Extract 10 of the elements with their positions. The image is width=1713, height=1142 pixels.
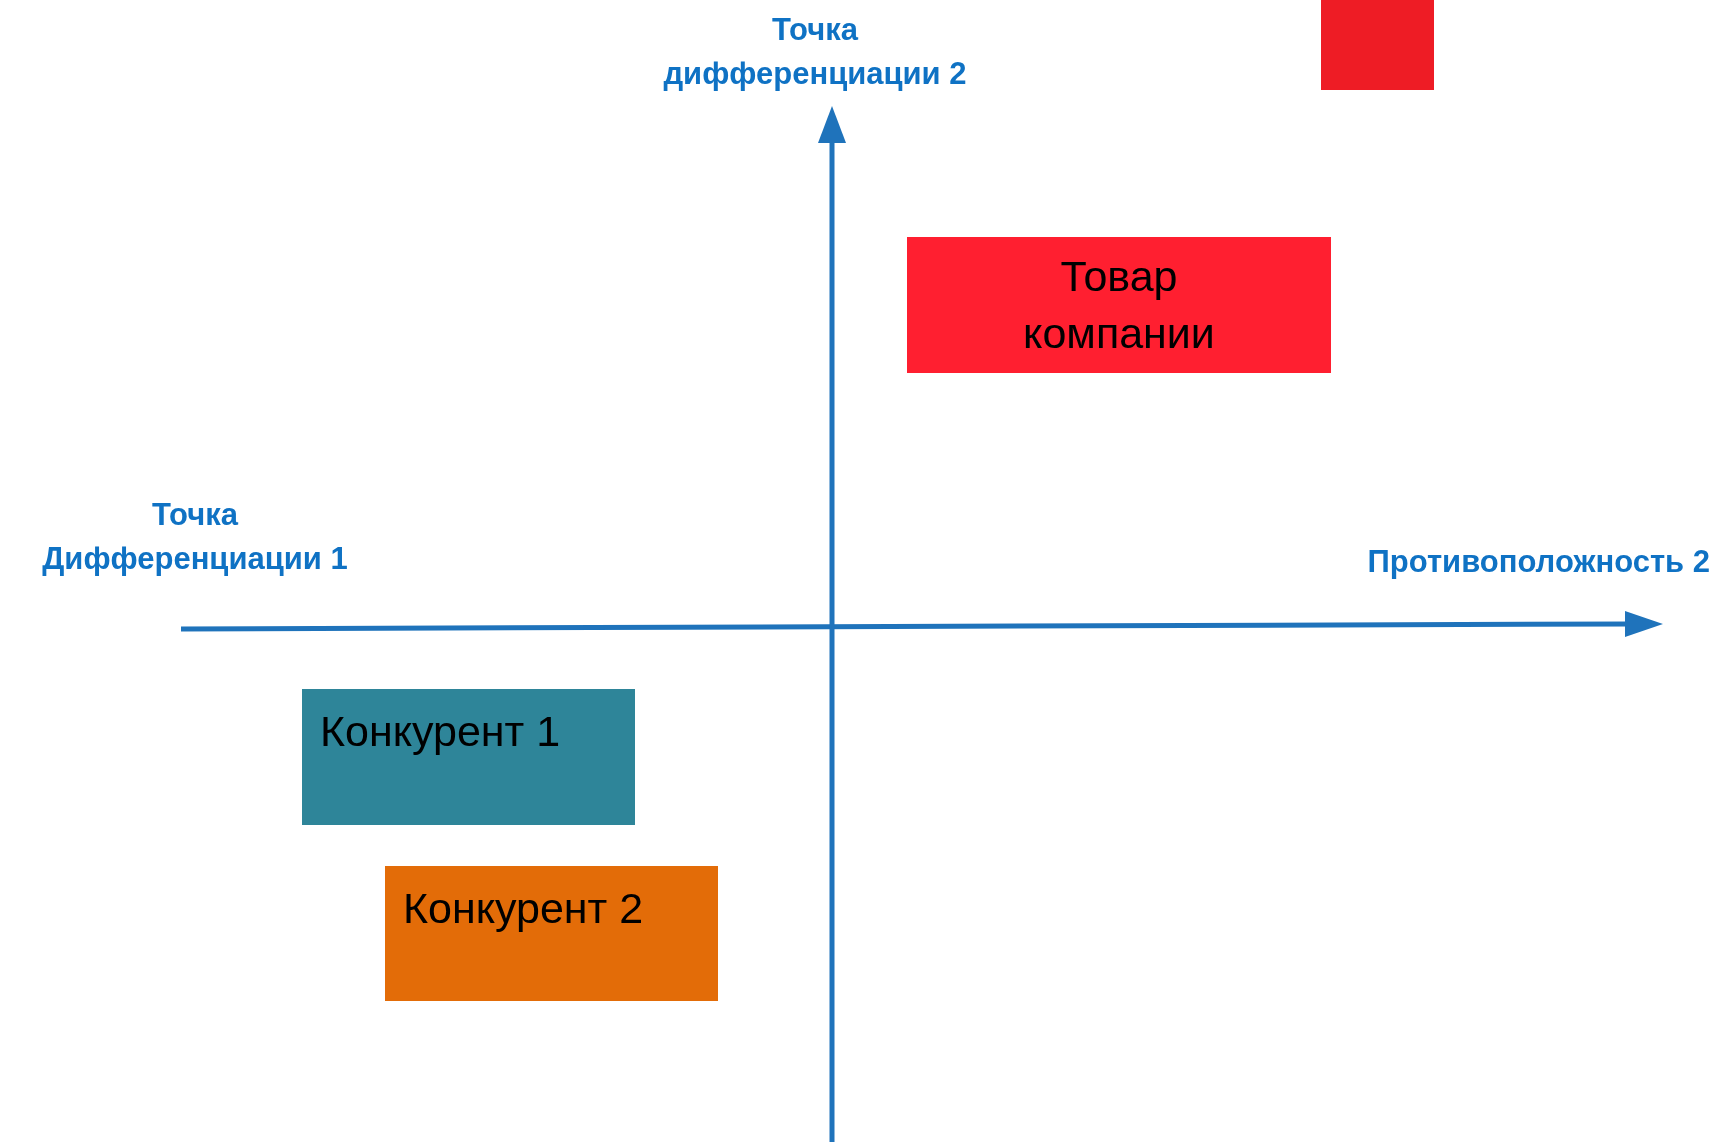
box-label: Конкурент 1 bbox=[320, 706, 561, 757]
axis-label: Противоположность 2 bbox=[1366, 543, 1710, 581]
axis-label: Точка Дифференциации 1 bbox=[41, 496, 349, 578]
box-label: Конкурент 2 bbox=[403, 883, 644, 934]
product-box bbox=[385, 866, 718, 1001]
axis-label: Точка дифференциации 2 bbox=[662, 11, 968, 93]
box-label: Товар компании bbox=[1022, 251, 1216, 359]
product-box bbox=[907, 237, 1331, 373]
square-box bbox=[1321, 0, 1434, 90]
product-box bbox=[302, 689, 635, 825]
